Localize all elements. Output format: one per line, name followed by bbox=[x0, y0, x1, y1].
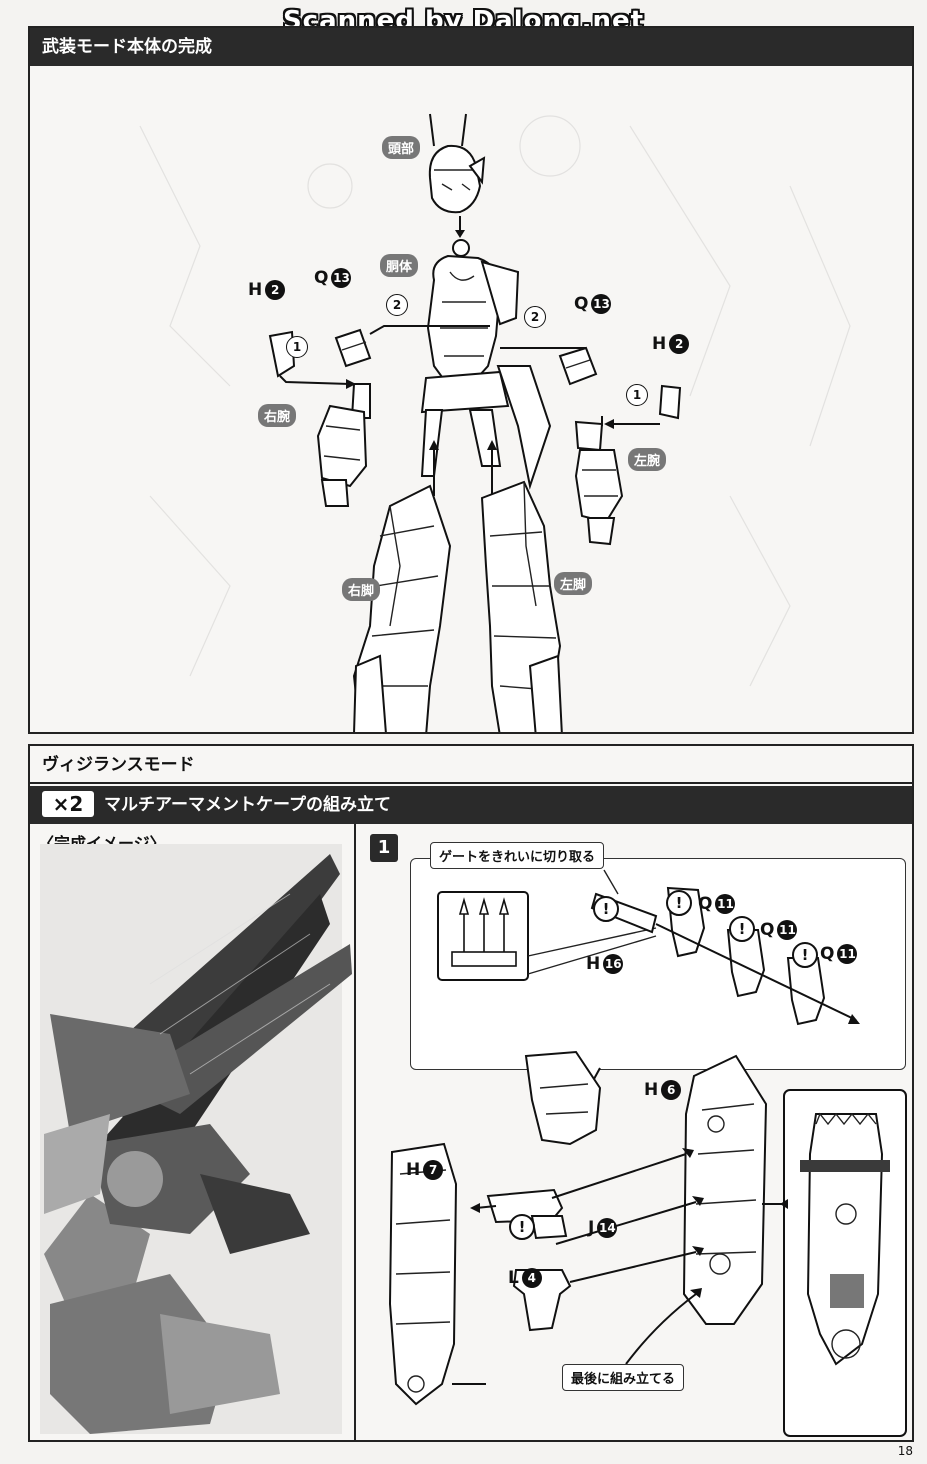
page-number: 18 bbox=[897, 1444, 913, 1458]
warning-icon-h16: ! bbox=[593, 896, 619, 922]
step-number: 1 bbox=[370, 834, 398, 862]
panel-armed-mode: 武装モード本体の完成 bbox=[28, 26, 914, 734]
step-1-right: 1 bbox=[626, 384, 648, 406]
torso-part bbox=[420, 254, 552, 490]
warning-icon-q11-a: ! bbox=[666, 890, 692, 916]
left-thigh bbox=[468, 409, 502, 467]
q13-left-part bbox=[334, 328, 372, 368]
warning-icon-q11-c: ! bbox=[792, 942, 818, 968]
panel-vigilance-mode: ヴィジランスモード ×2 マルチアーマメントケープの組み立て 〈完成イメージ〉 bbox=[28, 744, 914, 1442]
left-leg-part bbox=[480, 480, 563, 732]
left-arm-part bbox=[574, 384, 682, 546]
armed-mode-assembly-illustration bbox=[139, 113, 851, 732]
right-thigh bbox=[420, 409, 444, 477]
gate-note: ゲートをきれいに切り取る bbox=[430, 842, 605, 869]
label-right-arm: 右腕 bbox=[258, 404, 297, 427]
completed-image-area: 〈完成イメージ〉 bbox=[30, 824, 356, 1440]
warning-icon-q11-b: ! bbox=[729, 916, 755, 942]
label-left-arm: 左腕 bbox=[628, 448, 667, 471]
step-2-right: 2 bbox=[524, 306, 546, 328]
step-1-area: 1 ゲートをきれいに切り取る bbox=[356, 824, 912, 1440]
label-torso: 胴体 bbox=[380, 254, 419, 277]
q13-right-part bbox=[558, 346, 598, 386]
final-note: 最後に組み立てる bbox=[562, 1364, 685, 1391]
label-right-leg: 右脚 bbox=[342, 578, 381, 601]
label-head: 頭部 bbox=[382, 136, 421, 159]
section-subtitle-bar: ×2 マルチアーマメントケープの組み立て bbox=[30, 786, 912, 824]
section-subtitle: マルチアーマメントケープの組み立て bbox=[104, 795, 391, 815]
completed-cape-photo bbox=[40, 844, 352, 1434]
warning-icon-j14: ! bbox=[509, 1214, 535, 1240]
quantity-badge: ×2 bbox=[42, 790, 94, 817]
step-1-illustration bbox=[388, 869, 907, 1437]
section-title-armed-mode: 武装モード本体の完成 bbox=[30, 28, 912, 66]
label-left-leg: 左脚 bbox=[554, 572, 593, 595]
right-leg-part bbox=[352, 484, 452, 732]
head-part bbox=[428, 113, 486, 214]
step-1-left: 1 bbox=[286, 336, 308, 358]
section-title-vigilance-mode: ヴィジランスモード bbox=[30, 746, 912, 784]
step-2-left: 2 bbox=[386, 294, 408, 316]
